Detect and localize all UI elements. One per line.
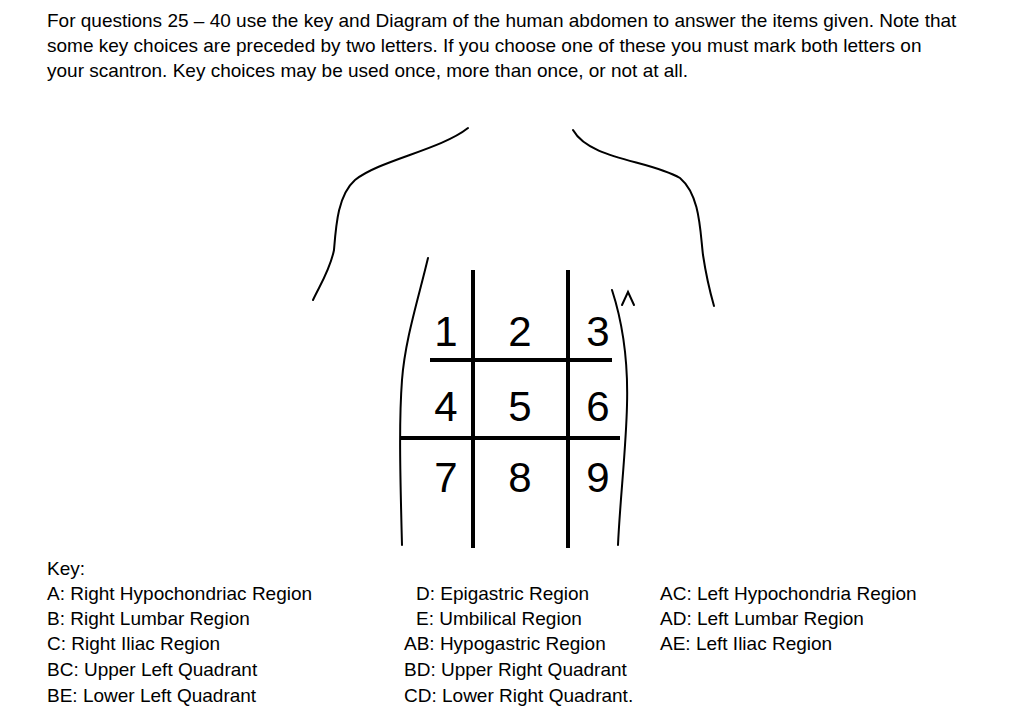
left-shoulder-outline — [313, 128, 468, 300]
right-waist-outline — [612, 290, 627, 545]
left-waist-outline — [400, 258, 428, 545]
region-number: 5 — [500, 385, 540, 429]
region-number: 1 — [426, 310, 466, 354]
grid-line — [430, 358, 612, 362]
key-heading: Key: — [47, 557, 85, 581]
key-entry: AC: Left Hypochondria Region — [660, 582, 917, 606]
right-shoulder-outline — [573, 130, 714, 306]
key-entry: C: Right Iliac Region — [47, 632, 220, 656]
region-number: 8 — [500, 456, 540, 500]
region-number: 3 — [578, 310, 618, 354]
key-entry: A: Right Hypochondriac Region — [47, 582, 312, 606]
grid-line — [471, 270, 475, 548]
region-number: 7 — [426, 456, 466, 500]
key-entry: BC: Upper Left Quadrant — [47, 658, 257, 682]
key-entry: AD: Left Lumbar Region — [660, 607, 864, 631]
key-entry: BE: Lower Left Quadrant — [47, 684, 256, 708]
right-waist-mark — [622, 292, 634, 305]
key-entry: CD: Lower Right Quadrant. — [404, 684, 633, 708]
region-number: 2 — [500, 310, 540, 354]
region-number: 9 — [578, 456, 618, 500]
key-entry: D: Epigastric Region — [416, 582, 589, 606]
key-entry: AE: Left Iliac Region — [660, 632, 832, 656]
grid-line — [400, 436, 620, 440]
key-entry: AB: Hypogastric Region — [404, 632, 606, 656]
region-number: 4 — [426, 385, 466, 429]
grid-line — [566, 270, 570, 548]
key-entry: E: Umbilical Region — [416, 607, 582, 631]
region-number: 6 — [578, 385, 618, 429]
key-entry: B: Right Lumbar Region — [47, 607, 250, 631]
instructions-text: For questions 25 – 40 use the key and Di… — [47, 8, 962, 83]
key-entry: BD: Upper Right Quadrant — [404, 658, 627, 682]
